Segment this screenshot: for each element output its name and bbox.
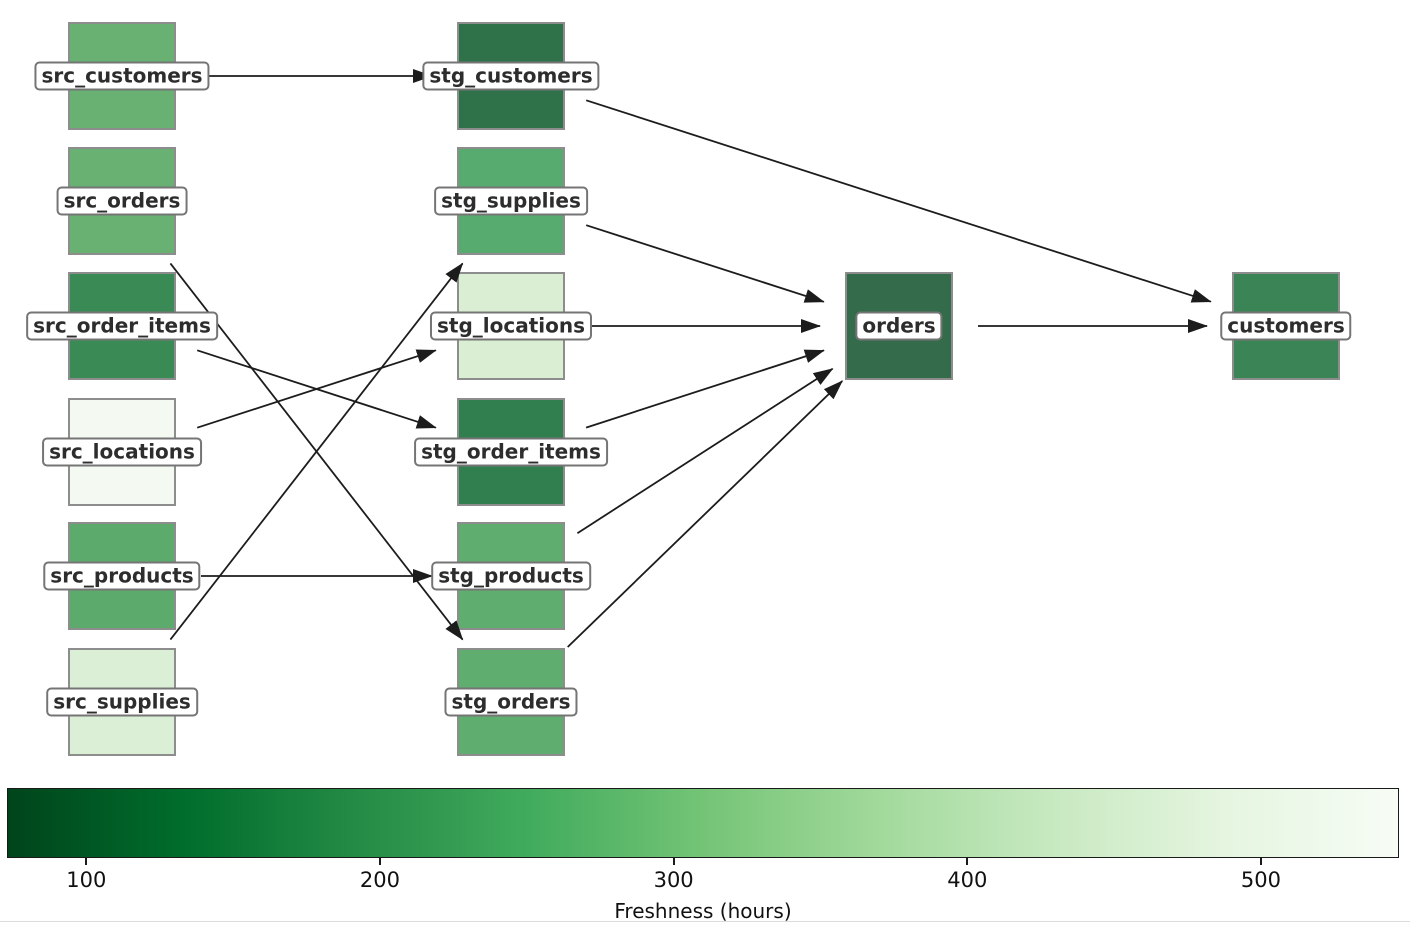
edge-stg_products-to-orders (576, 368, 834, 534)
node-label-src_locations: src_locations (42, 437, 202, 467)
node-label-src_order_items: src_order_items (26, 311, 218, 341)
colorbar-tick-label-400: 400 (947, 868, 988, 892)
colorbar-tick-100 (85, 858, 88, 865)
node-label-stg_locations: stg_locations (429, 311, 593, 341)
colorbar-tick-400 (966, 858, 969, 865)
node-label-stg_order_items: stg_order_items (414, 437, 608, 467)
edge-stg_order_items-to-orders (585, 349, 825, 429)
node-label-src_supplies: src_supplies (46, 687, 198, 717)
node-label-stg_supplies: stg_supplies (434, 186, 588, 216)
figure-bottom-border (0, 921, 1410, 922)
colorbar-tick-200 (378, 858, 381, 865)
edge-stg_supplies-to-orders (585, 224, 825, 303)
edge-stg_customers-to-customers (585, 99, 1212, 303)
colorbar-tick-label-200: 200 (359, 868, 400, 892)
colorbar-tick-300 (672, 858, 675, 865)
colorbar-axis-label: Freshness (hours) (614, 899, 792, 923)
colorbar-tick-label-300: 300 (653, 868, 694, 892)
node-label-src_customers: src_customers (34, 61, 210, 91)
edge-stg_orders-to-orders (567, 380, 844, 648)
node-label-orders: orders (855, 311, 943, 341)
node-label-src_products: src_products (43, 561, 201, 591)
node-label-stg_products: stg_products (431, 561, 591, 591)
node-label-stg_orders: stg_orders (444, 687, 578, 717)
colorbar-tick-500 (1259, 858, 1262, 865)
edge-src_supplies-to-stg_supplies (169, 262, 464, 641)
node-label-src_orders: src_orders (56, 186, 188, 216)
colorbar-tick-label-100: 100 (66, 868, 107, 892)
node-label-stg_customers: stg_customers (422, 61, 600, 91)
node-label-customers: customers (1220, 311, 1352, 341)
colorbar-gradient (7, 788, 1399, 858)
colorbar-tick-label-500: 500 (1240, 868, 1282, 892)
edge-src_locations-to-stg_locations (196, 349, 437, 429)
